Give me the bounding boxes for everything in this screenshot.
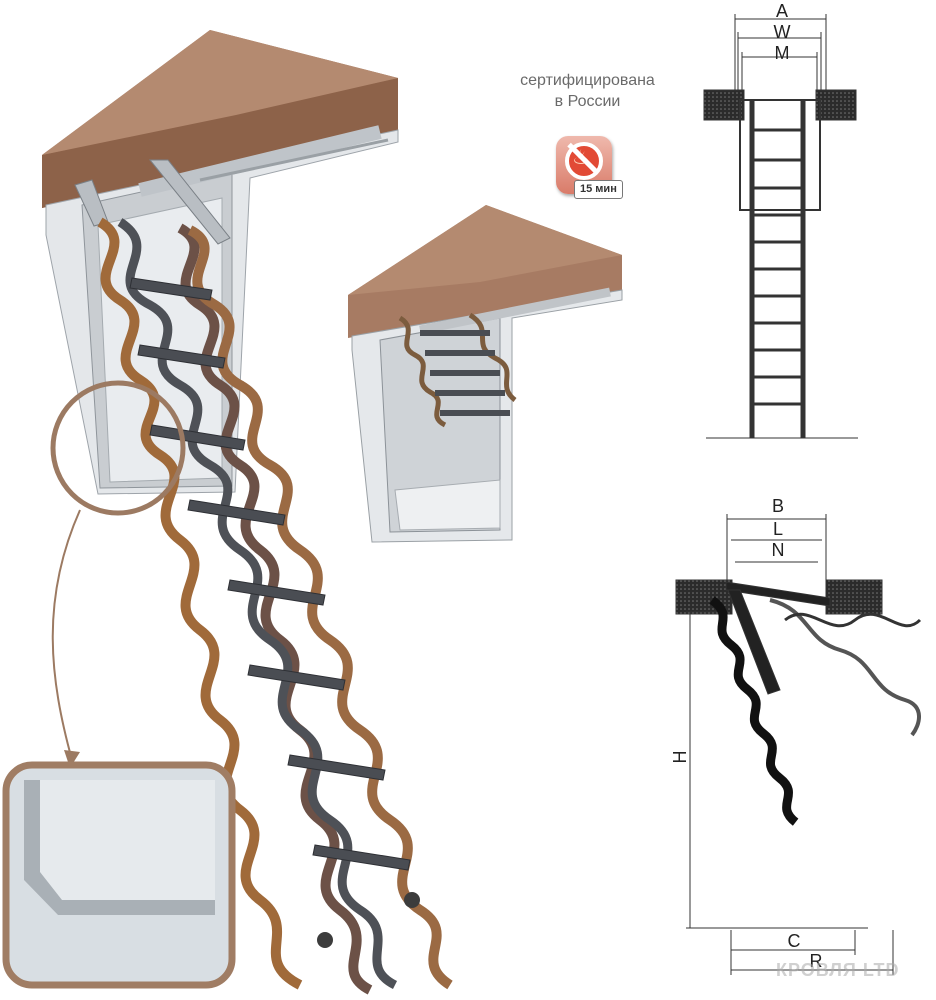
dim-l: L [772, 519, 783, 539]
fire-resistance-time: 15 мин [574, 180, 623, 199]
watermark: КРОВЛЯ LTD [776, 960, 900, 980]
dim-n: N [771, 540, 785, 560]
side-view-drawing [675, 514, 922, 975]
certification-caption: сертифицирована в России [500, 70, 675, 112]
dim-w: W [773, 22, 791, 42]
dim-b: B [771, 496, 784, 516]
main-scissor-ladder [97, 217, 453, 995]
fire-resistance-badge: ♨ 15 мин [556, 136, 623, 199]
dim-h: H [670, 750, 690, 764]
dim-r: R [809, 951, 823, 971]
dim-m: M [774, 43, 790, 63]
dim-a: A [775, 1, 788, 21]
certification-line-2: в России [554, 93, 621, 110]
main-attic-hatch [42, 30, 399, 495]
dim-c: C [787, 931, 801, 951]
front-view-drawing [703, 14, 858, 439]
certification-line-1: сертифицирована [520, 72, 655, 89]
detail-callout [2, 380, 236, 989]
folded-attic-hatch [348, 205, 623, 543]
